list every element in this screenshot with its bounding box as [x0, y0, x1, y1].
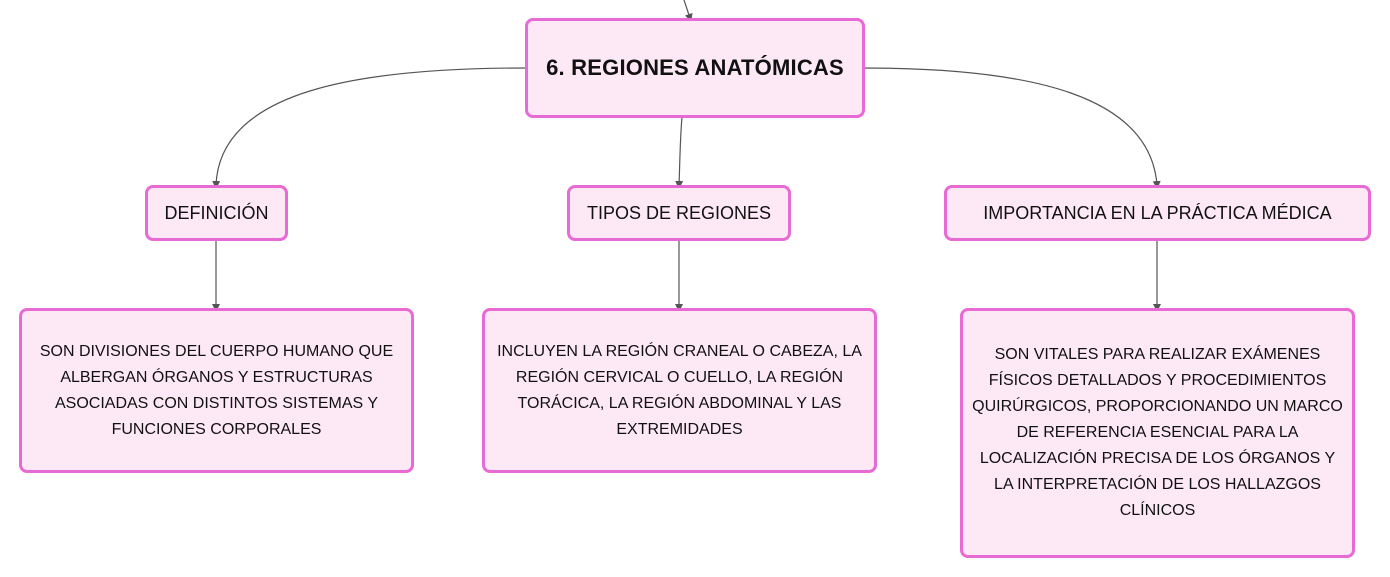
- detail-node-text: SON DIVISIONES DEL CUERPO HUMANO QUE ALB…: [39, 342, 394, 438]
- branch-node-label: DEFINICIÓN: [164, 202, 269, 223]
- branch-node-label: IMPORTANCIA EN LA PRÁCTICA MÉDICA: [983, 202, 1332, 223]
- detail-node-text: SON VITALES PARA REALIZAR EXÁMENES FÍSIC…: [972, 346, 1343, 519]
- detail-node-importancia[interactable]: SON VITALES PARA REALIZAR EXÁMENES FÍSIC…: [960, 308, 1355, 558]
- incoming-connector: [683, 0, 693, 22]
- connector-root-to-tipos: [675, 116, 684, 189]
- branch-node-label: TIPOS DE REGIONES: [586, 202, 772, 223]
- connector-root-to-importancia: [863, 67, 1161, 189]
- branch-node-definicion[interactable]: DEFINICIÓN: [145, 185, 288, 241]
- detail-node-definicion[interactable]: SON DIVISIONES DEL CUERPO HUMANO QUE ALB…: [19, 308, 414, 473]
- connector-root-to-definicion: [212, 67, 527, 189]
- detail-node-tipos-de-regiones[interactable]: INCLUYEN LA REGIÓN CRANEAL O CABEZA, LA …: [482, 308, 877, 473]
- branch-node-tipos-de-regiones[interactable]: TIPOS DE REGIONES: [567, 185, 791, 241]
- detail-node-text: INCLUYEN LA REGIÓN CRANEAL O CABEZA, LA …: [497, 342, 862, 438]
- root-node-label: 6. REGIONES ANATÓMICAS: [546, 55, 844, 80]
- root-node[interactable]: 6. REGIONES ANATÓMICAS: [525, 18, 865, 118]
- branch-node-importancia[interactable]: IMPORTANCIA EN LA PRÁCTICA MÉDICA: [944, 185, 1371, 241]
